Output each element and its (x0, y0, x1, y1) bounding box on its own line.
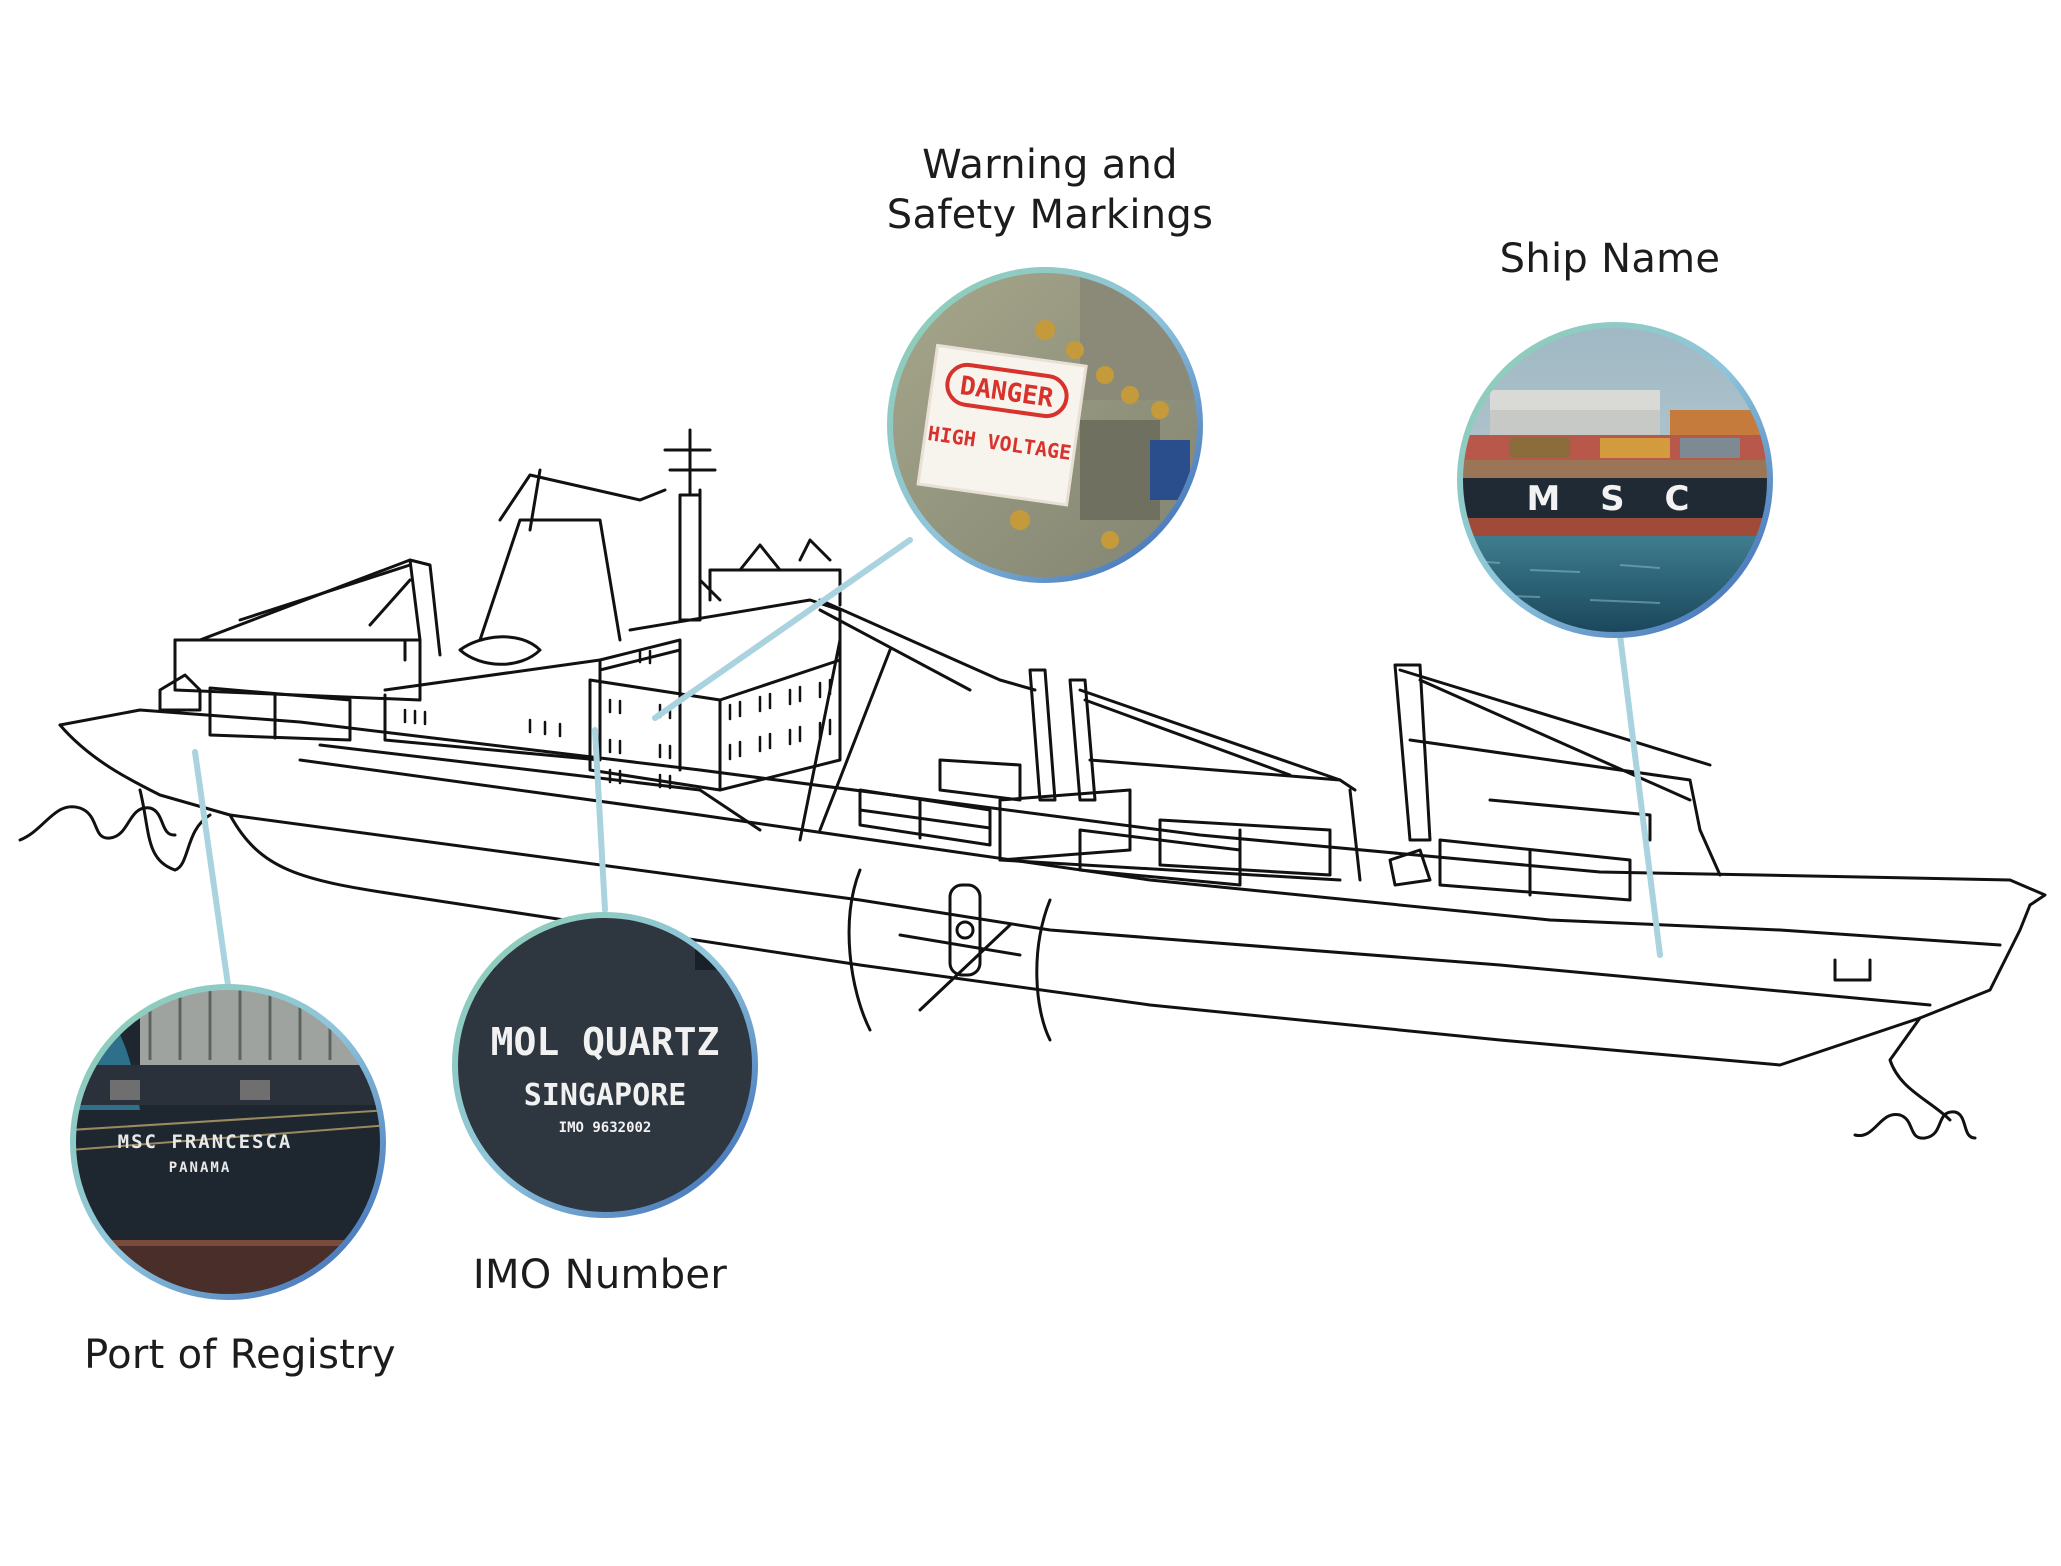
label-warning-line1: Warning and (922, 142, 1178, 188)
leader-warning (652, 537, 913, 721)
danger-sign: DANGER HIGH VOLTAGE (916, 343, 1088, 507)
leader-port (192, 749, 231, 988)
imo-ship-name-text: MOL QUARTZ (491, 1020, 720, 1064)
callout-port-photo: MSC FRANCESCA PANAMA (70, 984, 386, 1300)
label-ship-name: Ship Name (1499, 236, 1721, 282)
ship-line-art (18, 428, 2047, 1140)
callout-imo-ring (452, 912, 758, 1218)
callout-warning-ring (887, 267, 1203, 583)
imo-port-text: SINGAPORE (524, 1078, 687, 1113)
label-warning-and-safety-markings: Warning and Safety Markings (860, 140, 1240, 240)
label-warning-line2: Safety Markings (886, 192, 1214, 238)
leader-lines (192, 537, 1663, 988)
callout-ship-name-photo: M S C (1457, 322, 1773, 638)
imo-number-text: IMO 9632002 (559, 1120, 652, 1136)
stern-wave-right (1853, 1110, 1977, 1140)
leader-imo (592, 727, 608, 913)
label-imo-number: IMO Number (472, 1252, 728, 1298)
callout-ship-name-ring (1457, 322, 1773, 638)
callout-warning-photo: DANGER HIGH VOLTAGE (887, 267, 1203, 583)
bow-wave-left (18, 805, 177, 842)
leader-ship-name (1617, 632, 1663, 958)
label-port-of-registry: Port of Registry (84, 1332, 396, 1378)
callout-port-ring (70, 984, 386, 1300)
msc-hull-text: M S C (1527, 479, 1704, 519)
port-name-text: PANAMA (169, 1160, 232, 1176)
port-ship-name-text: MSC FRANCESCA (118, 1131, 293, 1153)
callout-imo-photo: MOL QUARTZ SINGAPORE IMO 9632002 (452, 912, 758, 1218)
